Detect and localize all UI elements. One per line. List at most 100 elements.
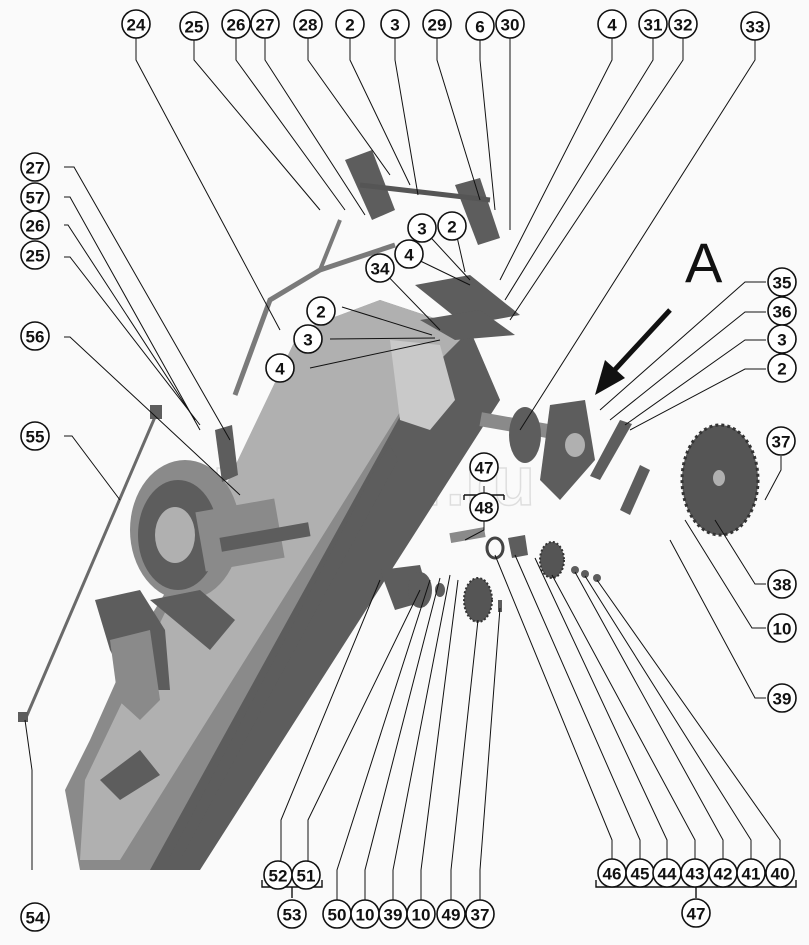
svg-text:37: 37 (471, 906, 490, 925)
callout[interactable]: 43 (680, 858, 710, 888)
callout[interactable]: 4 (597, 9, 627, 39)
callout[interactable]: 28 (293, 9, 323, 39)
callout[interactable]: 32 (668, 9, 698, 39)
callout[interactable]: 39 (767, 683, 797, 713)
callout[interactable]: 38 (767, 569, 797, 599)
bottom-mid-parts (380, 565, 502, 623)
callout[interactable]: 47 (681, 898, 711, 928)
svg-text:46: 46 (603, 865, 622, 884)
callout[interactable]: 25 (20, 240, 50, 270)
callout[interactable]: 10 (350, 899, 380, 929)
callouts-inner: 3 2 4 34 2 3 4 47 48 (265, 211, 499, 522)
callouts-left: 27 57 26 25 56 55 54 (20, 152, 50, 932)
svg-text:4: 4 (607, 16, 617, 35)
bottom-right-parts (449, 527, 601, 582)
callout[interactable]: 29 (422, 9, 452, 39)
callout[interactable]: 27 (250, 9, 280, 39)
callout[interactable]: 48 (469, 492, 499, 522)
svg-text:34: 34 (371, 260, 390, 279)
svg-text:2: 2 (777, 360, 786, 379)
svg-text:24: 24 (127, 16, 146, 35)
top-brackets (345, 150, 500, 245)
callout[interactable]: 41 (736, 858, 766, 888)
callout[interactable]: 34 (365, 253, 395, 283)
svg-text:26: 26 (227, 16, 246, 35)
svg-text:4: 4 (404, 246, 414, 265)
callout[interactable]: 57 (20, 182, 50, 212)
callout[interactable]: 33 (740, 11, 770, 41)
svg-text:3: 3 (417, 220, 426, 239)
callout[interactable]: 51 (291, 860, 321, 890)
callout[interactable]: 24 (121, 9, 151, 39)
callout[interactable]: 31 (638, 9, 668, 39)
callout[interactable]: 26 (20, 210, 50, 240)
callout[interactable]: 56 (20, 321, 50, 351)
callout[interactable]: 50 (322, 899, 352, 929)
callout[interactable]: 46 (597, 858, 627, 888)
callout[interactable]: 49 (436, 899, 466, 929)
callout[interactable]: 54 (20, 902, 50, 932)
main-frame-beam (65, 300, 500, 870)
svg-text:28: 28 (299, 16, 318, 35)
svg-text:45: 45 (631, 865, 650, 884)
svg-text:2: 2 (316, 303, 325, 322)
callout[interactable]: 55 (20, 421, 50, 451)
callout[interactable]: 37 (766, 426, 796, 456)
callout[interactable]: 2 (437, 211, 467, 241)
callout[interactable]: 4 (394, 239, 424, 269)
svg-text:10: 10 (773, 620, 792, 639)
tension-rod (18, 405, 162, 722)
svg-text:53: 53 (283, 906, 302, 925)
callout[interactable]: 36 (767, 296, 797, 326)
callout[interactable]: 37 (465, 899, 495, 929)
callout[interactable]: 3 (293, 324, 323, 354)
view-label: A (685, 231, 723, 294)
callout[interactable]: 3 (380, 9, 410, 39)
svg-text:3: 3 (390, 16, 399, 35)
svg-text:37: 37 (772, 433, 791, 452)
svg-text:27: 27 (26, 159, 45, 178)
callouts-bottom-mid: 50 10 39 10 49 37 (322, 899, 495, 929)
callout[interactable]: 53 (277, 899, 307, 929)
callout[interactable]: 4 (265, 353, 295, 383)
callout[interactable]: 42 (708, 858, 738, 888)
callout[interactable]: 39 (378, 899, 408, 929)
callout[interactable]: 47 (469, 452, 499, 482)
callout[interactable]: 27 (20, 152, 50, 182)
svg-text:33: 33 (746, 18, 765, 37)
svg-text:4: 4 (275, 360, 285, 379)
svg-text:55: 55 (26, 428, 45, 447)
svg-text:54: 54 (26, 909, 45, 928)
svg-text:2: 2 (345, 16, 354, 35)
svg-text:44: 44 (658, 865, 677, 884)
callout[interactable]: 35 (767, 267, 797, 297)
callout[interactable]: 44 (652, 858, 682, 888)
callout[interactable]: 10 (406, 899, 436, 929)
svg-text:10: 10 (412, 906, 431, 925)
callout[interactable]: 26 (221, 9, 251, 39)
svg-text:39: 39 (384, 906, 403, 925)
callout[interactable]: 10 (767, 613, 797, 643)
callout[interactable]: 25 (179, 11, 209, 41)
svg-text:56: 56 (26, 328, 45, 347)
callout[interactable]: 2 (767, 353, 797, 383)
svg-text:49: 49 (442, 906, 461, 925)
svg-text:42: 42 (714, 865, 733, 884)
svg-text:25: 25 (26, 247, 45, 266)
svg-text:39: 39 (773, 690, 792, 709)
svg-text:6: 6 (475, 18, 484, 37)
svg-text:47: 47 (475, 459, 494, 478)
callout[interactable]: 3 (767, 324, 797, 354)
callout[interactable]: 40 (765, 858, 795, 888)
svg-text:29: 29 (428, 16, 447, 35)
callout[interactable]: 45 (625, 858, 655, 888)
callout[interactable]: 2 (335, 9, 365, 39)
svg-text:32: 32 (674, 16, 693, 35)
callout[interactable]: 52 (263, 860, 293, 890)
callout[interactable]: 2 (306, 296, 336, 326)
callout[interactable]: 3 (407, 213, 437, 243)
callout[interactable]: 6 (465, 11, 495, 41)
callout[interactable]: 30 (495, 9, 525, 39)
svg-text:3: 3 (303, 331, 312, 350)
svg-text:47: 47 (687, 905, 706, 924)
